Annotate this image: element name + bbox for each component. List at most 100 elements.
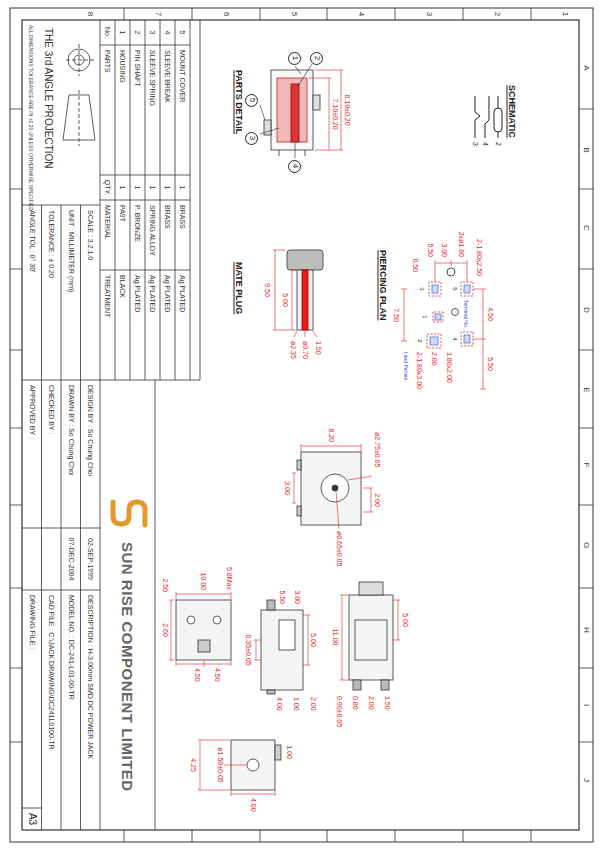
title-block-lines — [100, 175, 190, 176]
top-view — [353, 680, 361, 690]
dimension-line — [273, 330, 296, 331]
dimension-line — [435, 260, 436, 282]
dimension: 0.80 — [352, 696, 359, 710]
table-cell: SPRING ALLOY — [149, 205, 156, 256]
dimension-line — [371, 488, 372, 512]
zone-tick — [579, 588, 593, 589]
dimension-line — [169, 600, 174, 601]
schematic-symbol — [498, 132, 499, 138]
dimension-line — [275, 250, 276, 330]
zone-marker: D — [582, 307, 590, 313]
dimension-line — [361, 444, 362, 452]
front-view — [321, 474, 349, 502]
callout-number: 4 — [291, 164, 299, 168]
dimension: 2-1.80x3.00 — [416, 352, 423, 389]
table-cell: BRASS — [179, 205, 186, 229]
pad-number: 4 — [452, 337, 458, 340]
pad-number: 3 — [419, 287, 425, 290]
schematic-symbol — [475, 96, 480, 138]
mounting-hole — [447, 268, 459, 316]
zone-tick — [579, 350, 593, 351]
dimension-line — [340, 595, 400, 680]
front-view — [332, 485, 338, 491]
leader-line — [298, 64, 312, 86]
side-view — [261, 600, 303, 694]
company-logo — [113, 502, 145, 525]
dimension: 4.25 — [190, 758, 197, 772]
dimension-line — [404, 289, 405, 341]
table-cell: 3 — [149, 31, 156, 35]
terminal-pad — [430, 285, 470, 345]
dimension-line — [292, 473, 296, 474]
dimension-line — [171, 600, 172, 660]
dimension-line — [393, 640, 400, 641]
title-block-text: SCALE : 3.2:1.0 — [87, 210, 94, 260]
front-view — [297, 452, 361, 525]
dimension-line — [313, 331, 317, 337]
dimension: 1.80x2.00 — [446, 352, 453, 383]
dimension-line — [473, 289, 486, 290]
table-cell: BRASS — [164, 205, 171, 229]
parts-detail-figure — [277, 78, 307, 142]
table-cell: TREATMENT — [104, 275, 111, 317]
parts-detail-figure — [305, 150, 306, 156]
pin-number: 3 — [472, 142, 479, 146]
zone-tick — [192, 8, 193, 20]
zone-marker: H — [582, 627, 590, 633]
title-block-text: MODEL NO. : DC-241-L01-00-TR — [68, 595, 75, 700]
dimension: 5.50 — [279, 590, 286, 604]
top-view — [381, 680, 389, 690]
sheet-frame — [22, 20, 579, 830]
dimension: 0.35±0.05 — [245, 634, 252, 665]
zone-marker: 2 — [493, 12, 501, 16]
terminal-pad — [430, 337, 438, 345]
dimension: ø0.65±0.05 — [336, 531, 343, 566]
dimension: 2.00 — [374, 493, 381, 507]
pad-number: 1 — [422, 315, 428, 318]
title-block-lines — [100, 270, 190, 271]
table-cell: 1 — [134, 186, 141, 190]
dimension-line — [294, 473, 295, 503]
table-cell: SLEEVE BREAK — [164, 50, 171, 103]
end-view — [275, 745, 281, 760]
dimension-line — [329, 78, 330, 150]
dimension: 1.50 — [384, 696, 391, 710]
land-pattern — [427, 282, 473, 348]
dimension-line — [401, 260, 486, 389]
table-cell: PA9T — [119, 205, 126, 222]
zone-marker: B — [582, 147, 590, 152]
dimension-line — [275, 790, 276, 796]
zone-tick — [327, 830, 328, 842]
zone-tick — [10, 189, 22, 190]
title-block-lines — [41, 205, 42, 830]
title-block-lines — [22, 20, 200, 830]
zone-marker: E — [582, 387, 590, 392]
dimension: 7.10±0.20 — [332, 98, 339, 129]
callout-number: 1 — [291, 56, 299, 60]
parts-detail-figure — [264, 120, 271, 135]
table-cell: 1 — [119, 186, 126, 190]
dimension-line — [301, 446, 361, 447]
pad-number: 2 — [417, 339, 423, 342]
table-cell: 2 — [134, 31, 141, 35]
leader-line — [295, 66, 301, 74]
table-cell: HOUSING — [119, 50, 126, 83]
schematic-symbol — [498, 96, 499, 108]
title-block-text: ANGLE TOL : 0° 30' — [29, 210, 36, 272]
dimension-line — [480, 389, 486, 390]
terminal-pad — [432, 285, 438, 293]
terminal-pad — [435, 314, 441, 320]
dimension-line — [254, 640, 261, 641]
projection-symbol — [64, 60, 94, 61]
dimension-line — [231, 660, 232, 666]
dimension-line — [309, 78, 331, 79]
dimension: ø2.75±0.05 — [374, 432, 381, 467]
zone-tick — [10, 742, 22, 743]
dimension: 3.00 — [284, 481, 291, 495]
dimension-line — [303, 665, 310, 666]
zone-marker: J — [582, 778, 590, 782]
dimension-line — [309, 70, 343, 150]
pattern-note: Land Pattern — [403, 352, 408, 381]
dimension-line — [473, 339, 486, 340]
